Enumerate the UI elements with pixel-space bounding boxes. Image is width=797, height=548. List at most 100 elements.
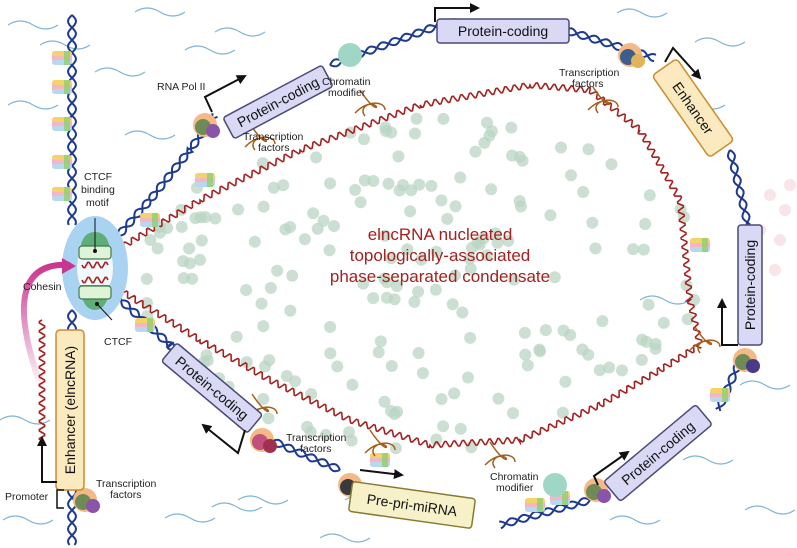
condensate-dot [199, 211, 212, 224]
condensate-dot [379, 125, 392, 137]
water-squiggle [184, 45, 236, 55]
gene-box-enhancer-top-right[interactable]: Enhancer [652, 58, 734, 157]
pink-dot [769, 264, 781, 276]
pink-dot [774, 234, 786, 246]
condensate-dot [519, 348, 532, 361]
chromatin-modifier-icon [338, 43, 362, 67]
condensate-dot [506, 149, 519, 162]
condensate-dot [310, 151, 323, 164]
condensate-dot [448, 387, 461, 400]
nascent-rna-loop [354, 89, 386, 117]
condensate-dot [603, 361, 616, 374]
condensate-dot [267, 181, 280, 194]
water-squiggle [0, 415, 51, 425]
water-squiggle [211, 502, 263, 512]
water-squiggle [694, 37, 746, 47]
label-tf-promoter-2: factors [110, 489, 142, 501]
condensate-dot [385, 360, 398, 372]
condensate-dot [175, 220, 188, 233]
condensate-dot [616, 364, 628, 377]
gene-box-protein-coding-right[interactable]: Protein-coding [737, 224, 763, 346]
condensate-dot [346, 378, 359, 391]
condensate-dot [263, 354, 276, 367]
nascent-rna-loop [484, 441, 516, 469]
condensate-dot [284, 304, 297, 317]
water-squiggle [237, 495, 289, 505]
condensate-dot [416, 367, 429, 380]
label-tf-top-left-2: factors [258, 142, 290, 154]
tss-arrow [203, 75, 247, 113]
gene-box-protein-coding-bottom-right[interactable]: Protein-coding [604, 404, 713, 502]
condensate-dot [358, 174, 371, 187]
condensate-dot [354, 196, 367, 209]
tss-arrow [717, 298, 738, 346]
condensate-dot [454, 171, 467, 184]
condensate-dot [319, 428, 332, 441]
nucleosome [52, 80, 72, 94]
condensate-dot [657, 316, 670, 329]
nascent-rna-loop [244, 123, 276, 151]
magenta-arrowhead [62, 258, 76, 274]
condensate-dot [478, 136, 491, 149]
pink-dot [779, 204, 791, 216]
condensate-dot [367, 175, 380, 187]
condensate-dot [680, 279, 693, 292]
anchor-rna-strands [81, 261, 109, 284]
condensate-dot [264, 281, 277, 294]
tss-arrow [201, 423, 246, 455]
label-tf-top-left-1: Transcription [243, 131, 303, 143]
condensate-title-line-2: topologically-associated [350, 246, 531, 265]
nucleosome [52, 117, 72, 131]
condensate-dot [521, 359, 534, 372]
condensate-dot [349, 183, 362, 196]
condensate-dot [463, 252, 476, 265]
nucleosome [525, 498, 545, 512]
elncrna-transcript-left [38, 319, 46, 440]
condensate-dot [582, 143, 595, 156]
condensate-dot [140, 272, 153, 285]
condensate-dot [477, 232, 490, 245]
condensate-dot [555, 141, 567, 154]
gene-label: Protein-coding [234, 74, 321, 131]
condensate-dot [271, 264, 284, 277]
transcription-factor-icon [631, 54, 645, 68]
condensate-dot [649, 342, 662, 355]
water-squiggle [2, 515, 54, 525]
gene-box-enhancer-elncrna[interactable]: Enhancer (elncRNA) [55, 329, 85, 491]
condensate-dot [200, 349, 213, 362]
condensate-dot [372, 346, 385, 359]
label-ctcf-motif-1: CTCF [84, 171, 112, 183]
label-chromatin-modifier-top-2: modifier [328, 87, 366, 99]
condensate-dot [415, 253, 428, 266]
condensate-dot [518, 326, 531, 339]
condensate-dot [449, 269, 461, 282]
nucleosome [140, 213, 160, 227]
ctcf-top [78, 218, 112, 260]
condensate-dot [324, 347, 337, 360]
nucleosome [195, 173, 215, 187]
gene-box-protein-coding-top-left[interactable]: Protein-coding [223, 65, 333, 139]
transcription-factor-icon [206, 124, 220, 138]
condensate-dot [593, 364, 606, 377]
condensate-dot [257, 393, 270, 405]
condensate-dot [248, 235, 261, 248]
transcription-factor-icon [746, 359, 760, 373]
gene-box-protein-coding-top[interactable]: Protein-coding [436, 18, 570, 44]
condensate-dot [681, 313, 694, 326]
condensate-dot [324, 321, 337, 333]
gene-box-pre-pri-mirna[interactable]: Pre-pri-miRNA [348, 481, 476, 529]
condensate-dot [304, 426, 317, 439]
label-rna-pol-ii: RNA Pol II [157, 81, 205, 93]
label-ctcf-motif-3: motif [86, 197, 109, 209]
condensate-dot [390, 280, 403, 292]
condensate-dot [189, 212, 202, 225]
condensate-dot [464, 331, 477, 344]
condensate-dot [489, 227, 502, 240]
condensate-dot [430, 433, 443, 446]
condensate-dot [589, 242, 602, 255]
pink-dot [784, 179, 796, 191]
water-squiggle [682, 455, 734, 465]
condensate-dot [367, 292, 380, 305]
anchor-rna [81, 276, 109, 284]
condensate-dot [507, 407, 519, 420]
